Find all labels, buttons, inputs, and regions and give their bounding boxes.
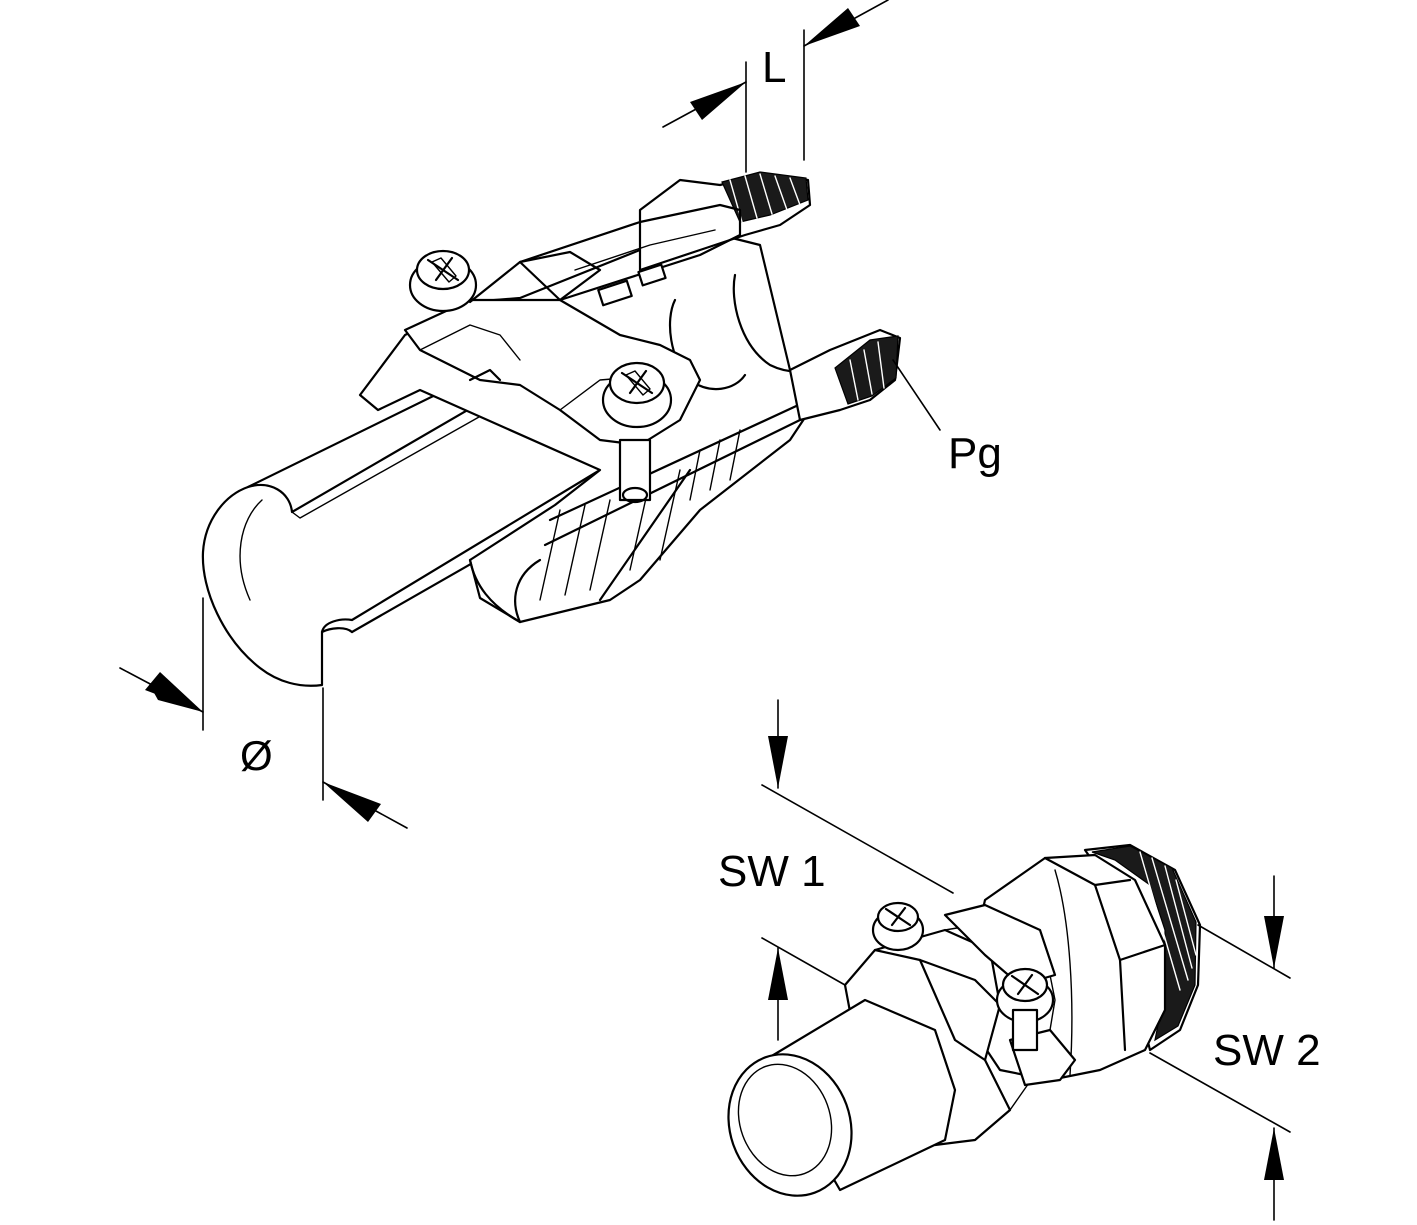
screw-lower	[601, 361, 673, 429]
label-diameter: Ø	[240, 732, 273, 779]
dimension-SW2: SW 2	[1149, 875, 1321, 1221]
lower-thread-nipple	[788, 328, 902, 422]
label-Pg: Pg	[948, 429, 1002, 478]
dimension-SW1: SW 1	[718, 699, 954, 1041]
screw-upper	[408, 249, 478, 313]
tube	[201, 366, 602, 687]
assembled-connector	[727, 843, 1202, 1197]
screw-right	[995, 967, 1055, 1052]
tube-stub	[727, 998, 957, 1197]
label-SW2: SW 2	[1213, 1026, 1321, 1075]
dimension-L: L	[662, 0, 889, 173]
cutaway-connector	[201, 171, 902, 687]
dimension-diameter: Ø	[119, 597, 408, 829]
hex-body	[958, 853, 1167, 1082]
upper-thread-nipple	[518, 171, 812, 307]
label-L: L	[762, 43, 786, 92]
screw-left	[871, 901, 925, 952]
leader-Pg: Pg	[892, 359, 1002, 478]
label-SW1: SW 1	[718, 847, 826, 896]
